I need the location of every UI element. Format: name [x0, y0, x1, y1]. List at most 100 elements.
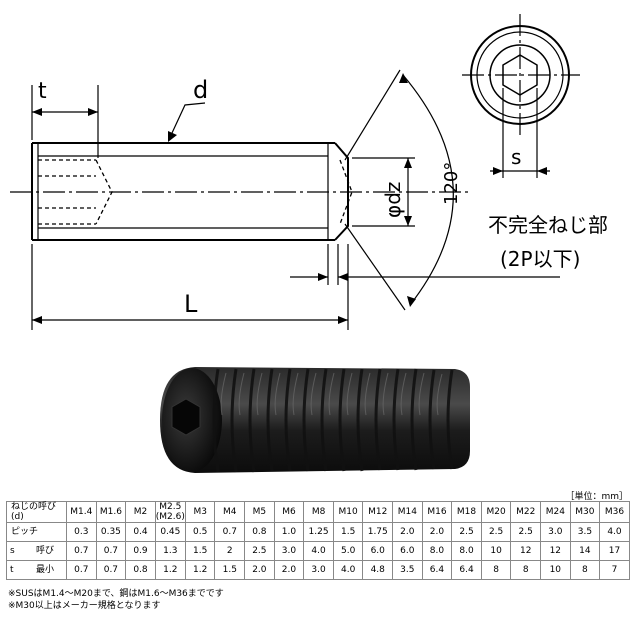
size-header-cell: M20 [480, 501, 512, 523]
value-cell: 4.0 [332, 560, 364, 580]
value-cell: 1.75 [362, 522, 394, 542]
value-cell: 3.0 [273, 541, 305, 561]
size-header-cell: M5 [244, 501, 275, 523]
value-cell: 1.2 [154, 560, 186, 580]
value-cell: 6.4 [451, 560, 482, 580]
value-cell: 6.0 [392, 541, 423, 561]
size-label: M16 [427, 507, 447, 517]
note-max-2p: (2P以下) [500, 247, 580, 271]
value-cell: 10 [540, 560, 571, 580]
label-s: s [511, 145, 521, 169]
value-cell: 0.45 [154, 522, 186, 542]
value-cell: 1.0 [273, 522, 305, 542]
size-label: M10 [338, 507, 358, 517]
size-header-cell: M6 [273, 501, 305, 523]
size-header-cell: M36 [599, 501, 630, 523]
value-cell: 12 [510, 541, 542, 561]
value-cell: 0.3 [66, 522, 97, 542]
value-cell: 14 [569, 541, 601, 561]
technical-drawing: t d L φdz 120° [10, 14, 608, 330]
value-cell: 0.7 [214, 522, 246, 542]
value-cell: 3.5 [392, 560, 423, 580]
size-label: M4 [223, 507, 237, 517]
value-cell: 7 [599, 560, 630, 580]
note-line: ※SUSはM1.4～M20まで、鋼はM1.6～M36までです [8, 589, 224, 599]
value-cell: 8.0 [421, 541, 453, 561]
value-cell: 1.5 [184, 541, 216, 561]
value-cell: 2.5 [451, 522, 482, 542]
value-cell: 2.0 [244, 560, 275, 580]
size-label: M22 [516, 507, 536, 517]
value-cell: 0.35 [95, 522, 127, 542]
value-cell: 8.0 [451, 541, 482, 561]
size-label: M1.6 [99, 507, 122, 517]
size-header-cell: M10 [332, 501, 364, 523]
size-header-cell: M12 [362, 501, 394, 523]
row-label: 呼び [34, 541, 67, 561]
size-header-cell: M16 [421, 501, 453, 523]
value-cell: 2.0 [392, 522, 423, 542]
size-header-cell: M4 [214, 501, 246, 523]
size-header-cell: M14 [392, 501, 423, 523]
size-label: M30 [575, 507, 595, 517]
row-category: t [6, 560, 34, 580]
notes: ※SUSはM1.4～M20まで、鋼はM1.6～M36までです ※M30以上はメーカ… [8, 588, 224, 612]
value-cell: 5.0 [332, 541, 364, 561]
label-t: t [38, 79, 47, 104]
product-photo [160, 367, 470, 473]
size-label: M1.4 [70, 507, 93, 517]
size-header-cell: M3 [184, 501, 216, 523]
note-line: ※M30以上はメーカー規格となります [8, 601, 161, 611]
size-label: M2 [133, 507, 148, 517]
size-label: M14 [397, 507, 417, 517]
size-label: M36 [604, 507, 625, 517]
value-cell: 12 [540, 541, 571, 561]
size-header-cell: M30 [569, 501, 601, 523]
value-cell: 3.0 [303, 560, 334, 580]
label-L: L [184, 290, 198, 318]
size-label: M24 [545, 507, 565, 517]
value-cell: 0.8 [125, 560, 156, 580]
size-label-alt: (M2.6) [155, 512, 185, 522]
size-label: M2.5 [159, 502, 182, 512]
label-angle: 120° [441, 162, 462, 205]
value-cell: 1.2 [184, 560, 216, 580]
value-cell: 4.0 [303, 541, 334, 561]
hex-socket-icon [502, 54, 538, 96]
label-d: d [193, 76, 208, 104]
value-cell: 3.5 [569, 522, 601, 542]
value-cell: 2.0 [273, 560, 305, 580]
value-cell: 1.3 [154, 541, 186, 561]
header-label-cell: ねじの呼び(d) [6, 501, 67, 523]
size-header-cell: M8 [303, 501, 334, 523]
size-header-cell: M24 [540, 501, 571, 523]
value-cell: 0.7 [66, 541, 97, 561]
size-label: M3 [193, 507, 207, 517]
row-label: ピッチ [6, 522, 67, 542]
value-cell: 17 [599, 541, 630, 561]
value-cell: 6.0 [362, 541, 394, 561]
value-cell: 10 [480, 541, 512, 561]
size-header-cell: M2.5(M2.6) [154, 501, 186, 523]
header-label-line2: (d) [11, 512, 24, 522]
value-cell: 4.8 [362, 560, 394, 580]
value-cell: 8 [510, 560, 542, 580]
size-header-cell: M22 [510, 501, 542, 523]
size-label: M20 [486, 507, 506, 517]
value-cell: 1.5 [332, 522, 364, 542]
value-cell: 0.7 [95, 541, 127, 561]
size-label: M18 [456, 507, 477, 517]
size-label: M12 [368, 507, 388, 517]
value-cell: 3.0 [540, 522, 571, 542]
value-cell: 0.7 [95, 560, 127, 580]
value-cell: 2.5 [244, 541, 275, 561]
value-cell: 8 [480, 560, 512, 580]
value-cell: 2.5 [510, 522, 542, 542]
label-dz: φdz [381, 182, 405, 218]
value-cell: 1.5 [214, 560, 246, 580]
